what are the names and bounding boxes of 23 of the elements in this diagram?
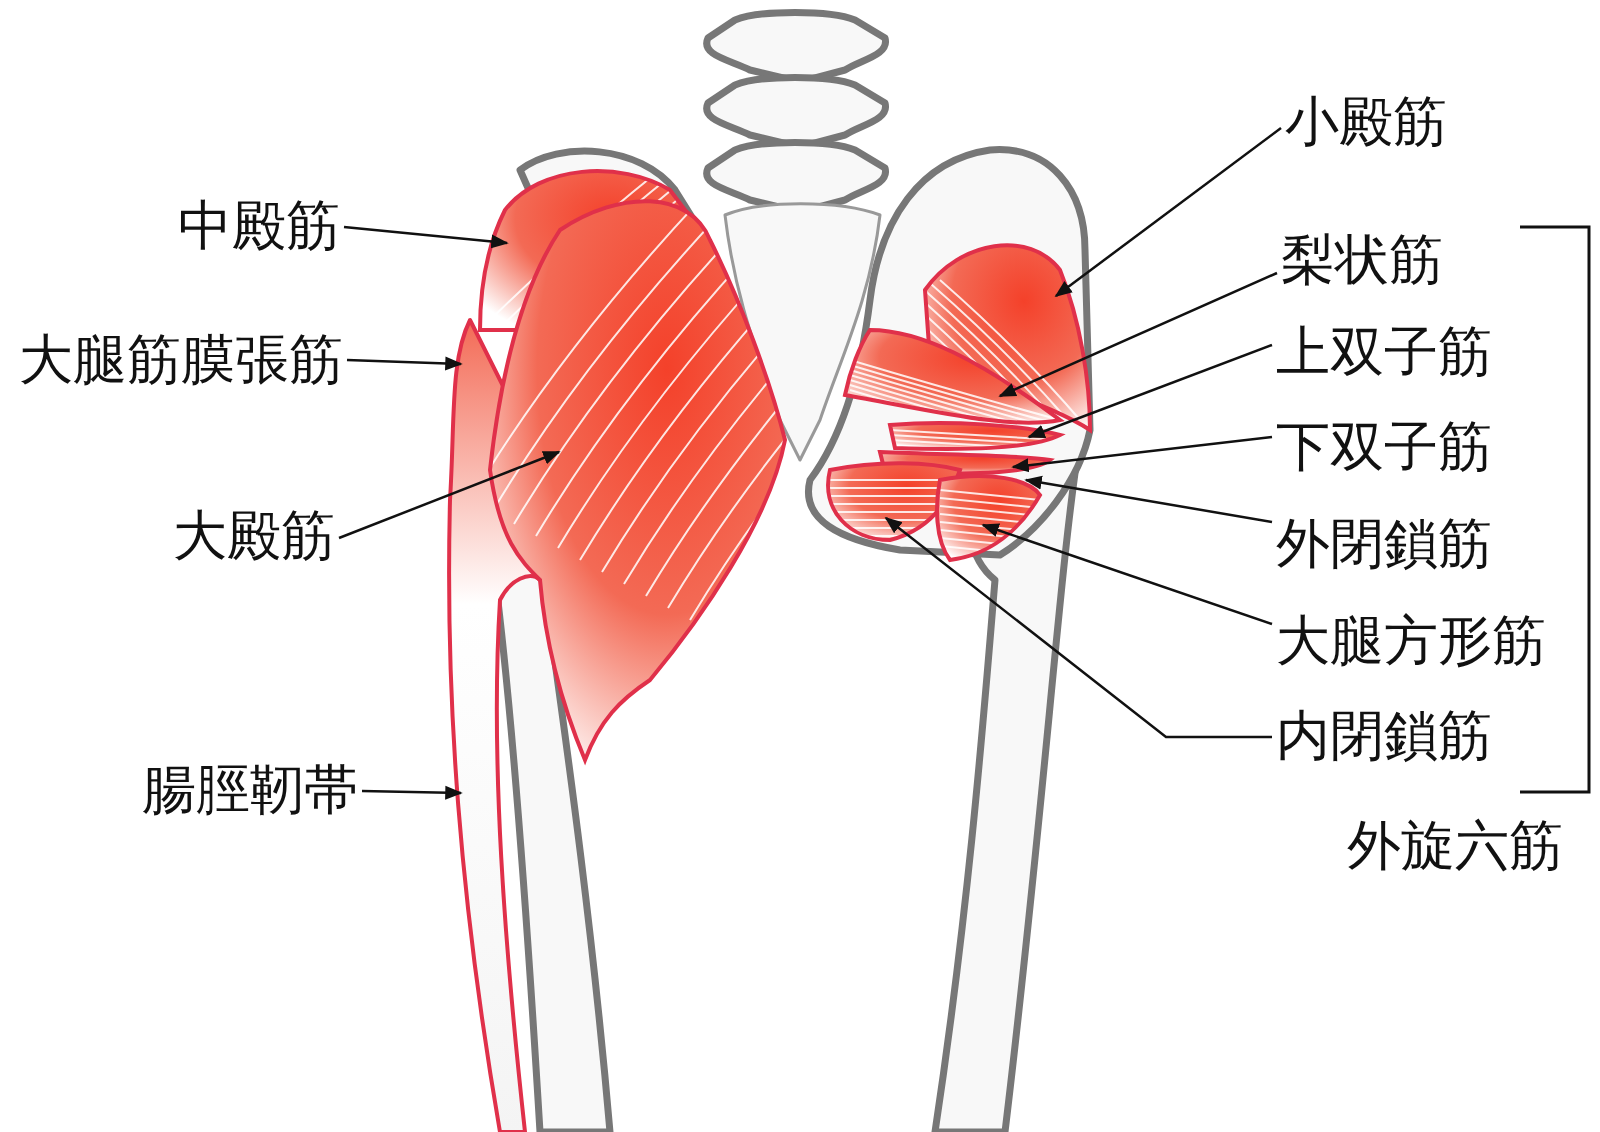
leader-line [1024,475,1273,524]
muscle-label: 小殿筋 [1285,91,1447,154]
muscle-label: 大腿筋膜張筋 [19,329,343,392]
muscle-label: 大殿筋 [173,505,335,568]
leader-line [1027,343,1273,439]
muscle-label: 大腿方形筋 [1276,610,1546,673]
muscle-label: 中殿筋 [178,195,340,258]
leader-line [884,516,1272,739]
muscle-label: 下双子筋 [1276,416,1492,479]
leader-line [346,356,463,371]
leader-line [1011,435,1273,473]
muscle-label: 腸脛靭帯 [142,759,358,822]
muscle-label: 梨状筋 [1281,229,1443,292]
leader-line [361,785,463,800]
leader-line [338,450,561,540]
leader-line [343,225,509,249]
leader-line [981,523,1273,626]
group-label: 外旋六筋 [1347,815,1563,878]
muscle-label: 内閉鎖筋 [1276,705,1492,768]
muscle-label: 上双子筋 [1276,321,1492,384]
muscle-label: 外閉鎖筋 [1276,513,1492,576]
leader-line [998,271,1278,398]
leader-line [1054,127,1282,298]
